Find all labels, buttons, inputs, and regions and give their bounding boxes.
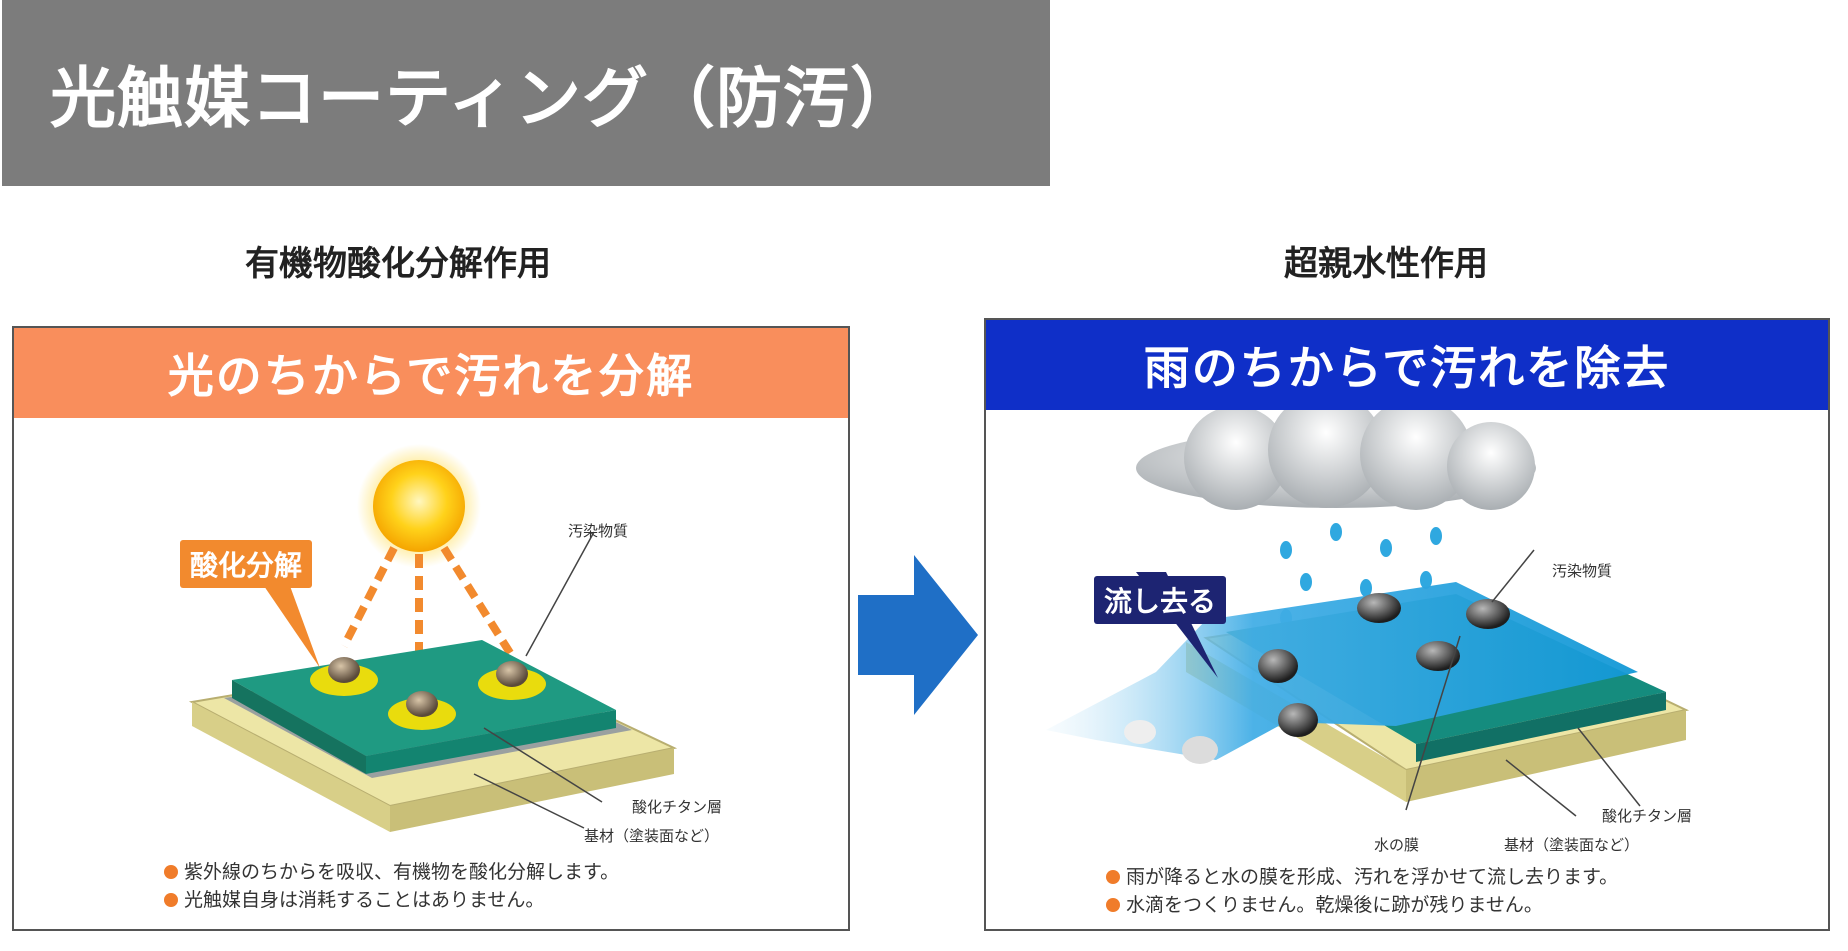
substrate-front xyxy=(390,748,674,832)
pollutant-label: 汚染物質 xyxy=(568,522,629,540)
substrate-label: 基材（塗装面など） xyxy=(584,827,720,845)
bullet-icon xyxy=(1106,898,1120,912)
bullet-icon xyxy=(1106,870,1120,884)
titanium-label: 酸化チタン層 xyxy=(1602,807,1693,825)
right-notes: 雨が降ると水の膜を形成、汚れを浮かせて流し去ります。 水滴をつくりません。乾燥後… xyxy=(1106,863,1618,919)
right-banner: 雨のちからで汚れを除去 xyxy=(986,320,1828,410)
right-section-heading: 超親水性作用 xyxy=(1284,244,1488,284)
hydrophilic-diagram xyxy=(1046,410,1690,817)
arrow-right-icon xyxy=(858,555,978,715)
bullet-icon xyxy=(164,893,178,907)
page-title: 光触媒コーティング（防汚） xyxy=(50,60,918,137)
titanium-layer-side xyxy=(232,680,366,774)
right-panel: 雨のちからで汚れを除去 xyxy=(984,318,1830,931)
leader-lines xyxy=(473,531,603,829)
cloud-icon xyxy=(1136,410,1536,510)
note-item: 雨が降ると水の膜を形成、汚れを浮かせて流し去ります。 xyxy=(1106,863,1618,891)
left-panel: 光のちからで汚れを分解 xyxy=(12,326,850,931)
substrate-label: 基材（塗装面など） xyxy=(1504,836,1640,854)
note-item: 紫外線のちからを吸収、有機物を酸化分解します。 xyxy=(164,858,619,886)
note-item: 光触媒自身は消耗することはありません。 xyxy=(164,886,619,914)
pollutant-label: 汚染物質 xyxy=(1552,562,1613,580)
wash-away-callout: 流し去る xyxy=(1094,576,1227,624)
titanium-layer-front xyxy=(1416,692,1666,762)
oxidation-diagram xyxy=(188,444,678,832)
left-banner: 光のちからで汚れを分解 xyxy=(14,328,848,418)
substrate-side xyxy=(192,702,390,832)
titanium-layer-front xyxy=(366,710,616,774)
titanium-label: 酸化チタン層 xyxy=(632,798,723,816)
left-notes: 紫外線のちからを吸収、有機物を酸化分解します。 光触媒自身は消耗することはありま… xyxy=(164,858,619,914)
sun-icon xyxy=(373,460,465,552)
bullet-icon xyxy=(164,865,178,879)
leader-lines xyxy=(1405,549,1641,817)
water-film-label: 水の膜 xyxy=(1374,836,1420,854)
title-bar: 光触媒コーティング（防汚） xyxy=(2,0,1050,186)
light-rays xyxy=(340,545,516,680)
note-item: 水滴をつくりません。乾燥後に跡が残りません。 xyxy=(1106,891,1618,919)
callout-pointer xyxy=(264,586,320,668)
pollutant-particles xyxy=(310,657,546,730)
substrate-front xyxy=(1406,710,1686,802)
left-section-heading: 有機物酸化分解作用 xyxy=(245,244,551,284)
pollutant-stones xyxy=(1124,593,1510,764)
oxidation-callout: 酸化分解 xyxy=(180,540,313,588)
